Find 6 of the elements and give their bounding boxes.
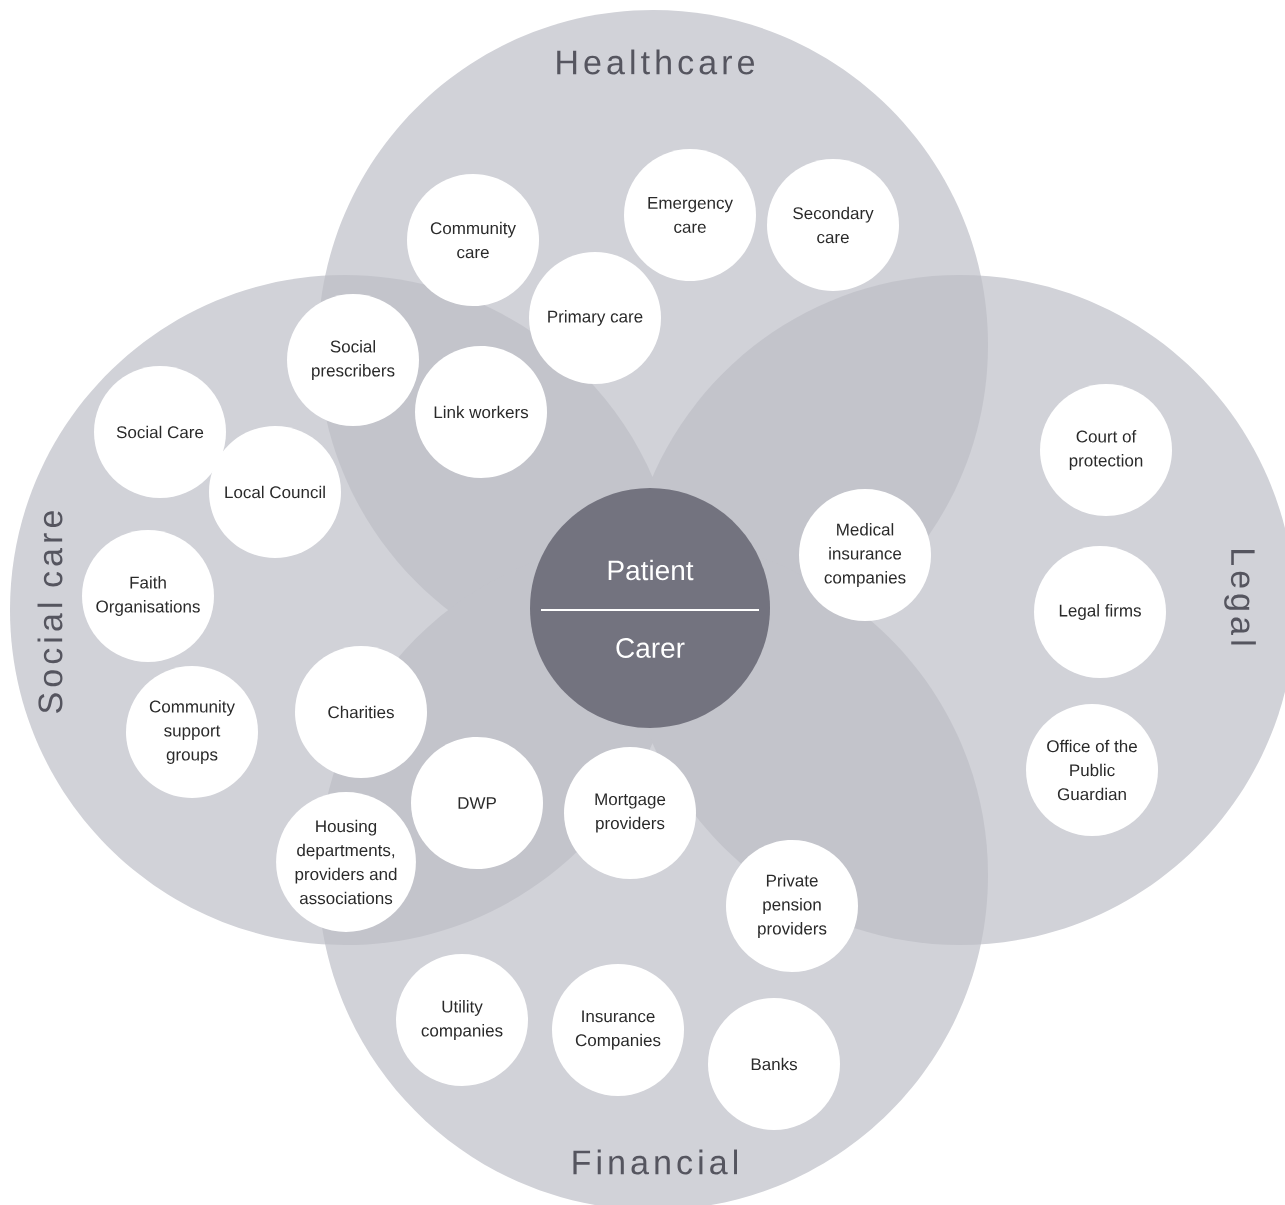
- domain-label: Legal: [1224, 550, 1256, 645]
- domain-label: Financial: [573, 1149, 738, 1175]
- domain-label: Social care: [37, 511, 63, 713]
- circle-label: Carer: [616, 638, 685, 658]
- domain-label: Healthcare: [557, 49, 754, 75]
- circle-label: Patient: [608, 559, 694, 581]
